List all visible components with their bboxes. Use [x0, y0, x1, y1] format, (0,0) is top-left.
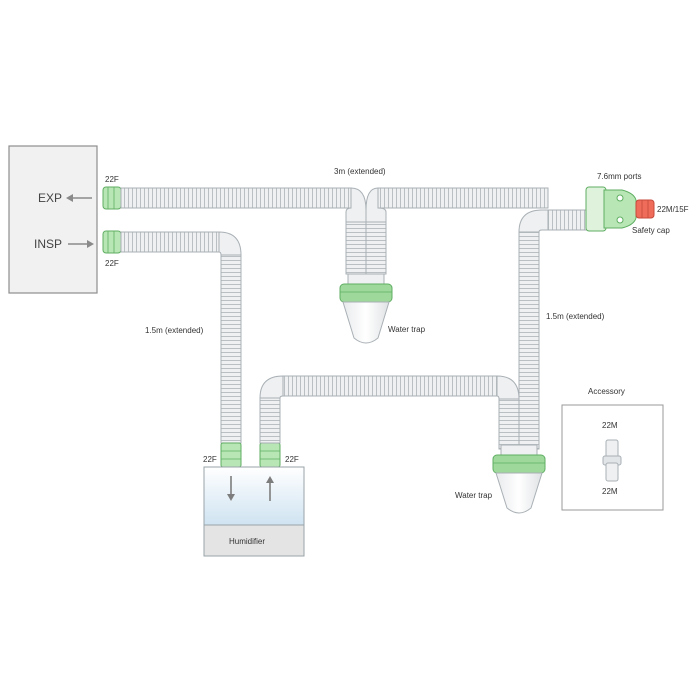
exp-port-label: 22F	[105, 175, 119, 184]
ventilator: EXP INSP	[8, 145, 98, 294]
humidifier-label: Humidifier	[229, 537, 265, 546]
wye-size-label: 22M/15F	[657, 205, 689, 214]
top-tube	[120, 187, 549, 275]
top-water-trap	[339, 273, 393, 344]
insp-label: INSP	[34, 237, 62, 251]
humidifier-left-port	[220, 442, 242, 468]
accessory-title: Accessory	[588, 387, 625, 396]
right-tube	[518, 209, 589, 450]
bottom-water-trap	[492, 444, 546, 514]
right-tube-length-label: 1.5m (extended)	[546, 312, 605, 321]
insp-port-connector	[102, 230, 122, 254]
humidifier: Humidifier	[203, 466, 305, 557]
humidifier-right-port-label: 22F	[285, 455, 299, 464]
humidifier-left-port-label: 22F	[203, 455, 217, 464]
accessory-bottom-label: 22M	[602, 487, 618, 496]
up-arrow-icon	[266, 476, 274, 501]
insp-port-label: 22F	[105, 259, 119, 268]
left-tube	[120, 231, 242, 444]
accessory-box: Accessory 22M 22M	[561, 387, 664, 511]
humidifier-right-port	[259, 442, 281, 468]
safety-cap	[635, 199, 655, 219]
down-arrow-icon	[227, 476, 235, 501]
bottom-port-icon	[616, 216, 624, 224]
exp-label: EXP	[38, 191, 62, 205]
insp-arrow-icon	[68, 240, 94, 248]
ports-label: 7.6mm ports	[597, 172, 641, 181]
bottom-water-trap-label: Water trap	[455, 491, 493, 500]
top-tube-length-label: 3m (extended)	[334, 167, 386, 176]
exp-port-connector	[102, 186, 122, 210]
left-tube-length-label: 1.5m (extended)	[145, 326, 204, 335]
safety-cap-label: Safety cap	[632, 226, 670, 235]
accessory-top-label: 22M	[602, 421, 618, 430]
exp-arrow-icon	[66, 194, 92, 202]
top-port-icon	[616, 194, 624, 202]
wye-connector	[585, 186, 637, 232]
accessory-adapter	[602, 439, 622, 482]
top-water-trap-label: Water trap	[388, 325, 426, 334]
bottom-tube	[259, 375, 520, 450]
